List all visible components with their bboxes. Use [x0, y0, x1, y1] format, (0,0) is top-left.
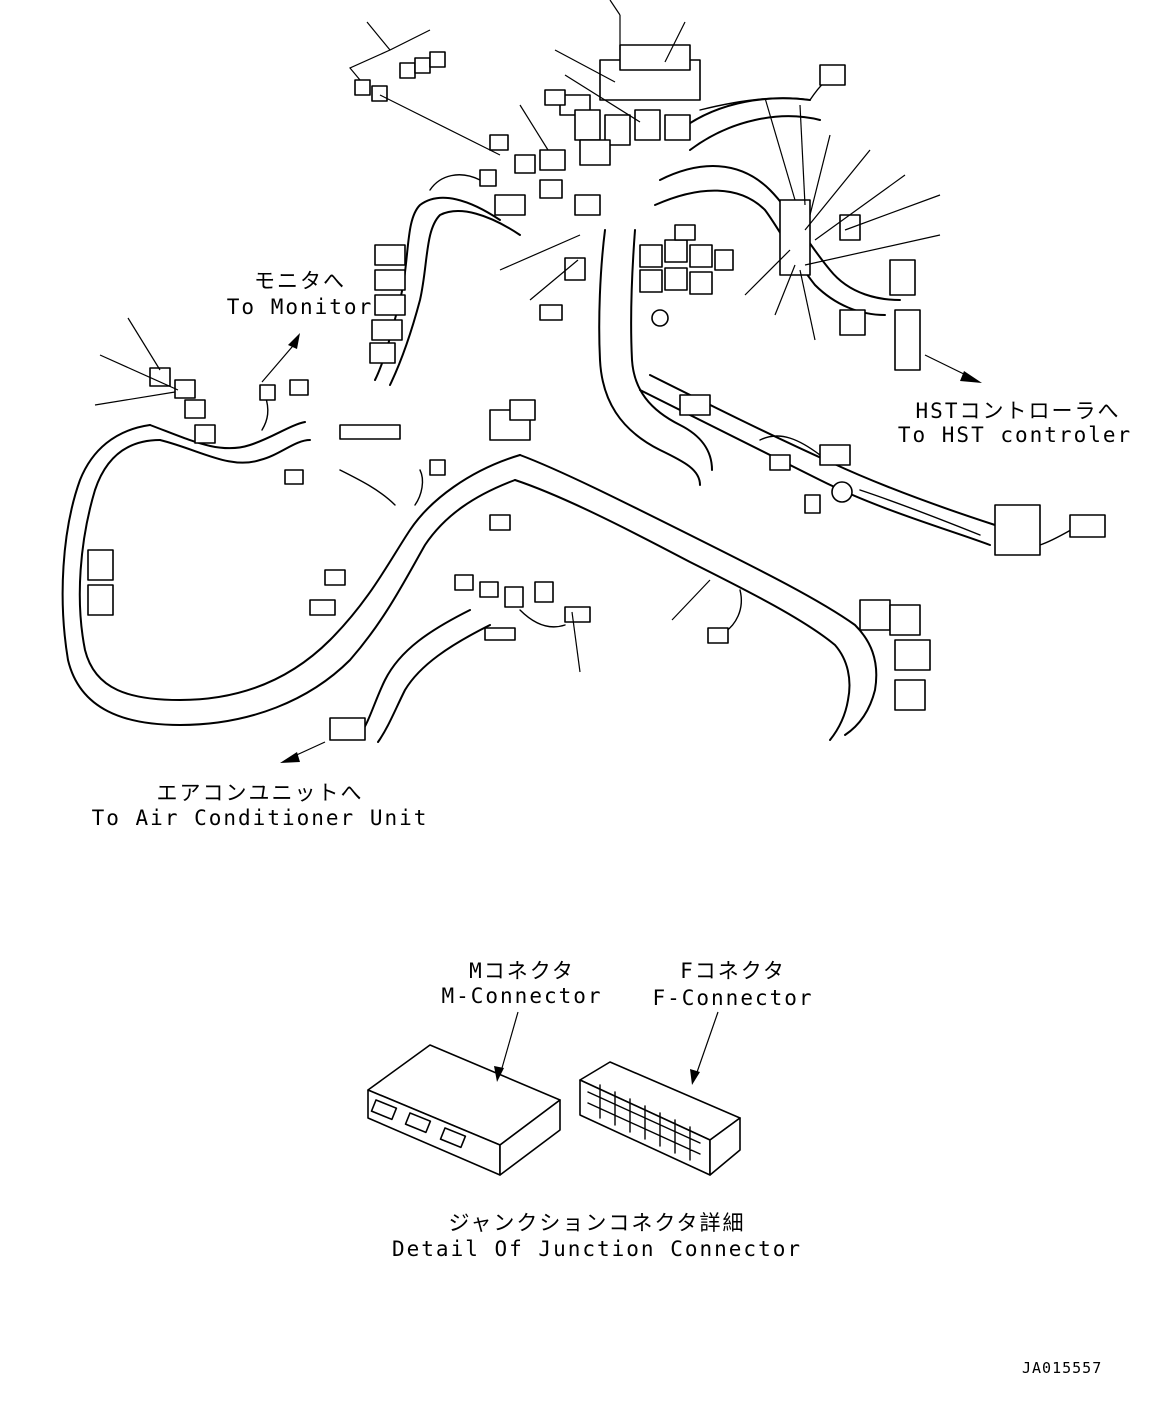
label-m-connector-jp: Mコネクタ [469, 959, 575, 983]
arrow-to-hst [924, 354, 982, 383]
label-to-aircon-en: To Air Conditioner Unit [91, 806, 429, 830]
label-m-connector-en: M-Connector [441, 984, 603, 1008]
connectors-right-lower [679, 394, 1106, 711]
label-f-connector-en: F-Connector [652, 986, 814, 1010]
label-to-aircon-jp: エアコンユニットへ [156, 781, 364, 805]
arrow-to-monitor [261, 333, 300, 383]
connector-cluster-top [479, 44, 701, 216]
label-to-hst-en: To HST controler [897, 423, 1133, 447]
label-f-connector-jp: Fコネクタ [680, 959, 786, 983]
label-to-hst-jp: HSTコントローラへ [915, 399, 1121, 423]
label-to-monitor-en: To Monitor [226, 295, 374, 319]
label-detail-en: Detail Of Junction Connector [391, 1237, 803, 1261]
f-connector-drawing [579, 1011, 741, 1176]
drawing-code: JA015557 [1022, 1359, 1103, 1377]
connectors-left-upper [369, 244, 406, 364]
connector-pairs-top-left [354, 51, 446, 102]
label-detail-jp: ジャンクションコネクタ詳細 [448, 1211, 746, 1235]
m-connector-drawing [367, 1011, 561, 1176]
connectors-left-middle [87, 367, 446, 616]
relay-cluster-center [539, 224, 734, 327]
junction-connector-right [779, 64, 921, 371]
leader-lines [94, 0, 941, 673]
label-to-monitor-jp: モニタへ [254, 269, 346, 293]
arrow-to-aircon [280, 741, 326, 763]
connectors-bottom-center [309, 399, 729, 741]
